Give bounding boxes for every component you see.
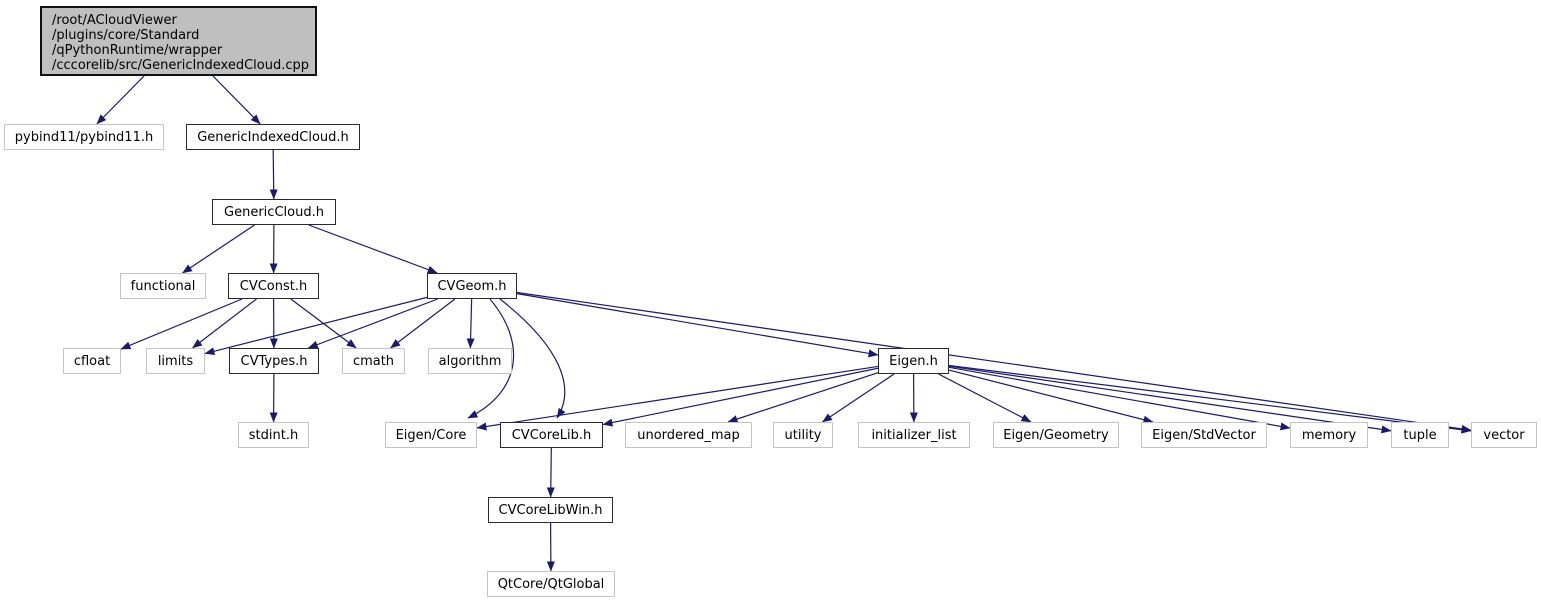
node-algorithm: algorithm <box>428 348 512 374</box>
node-initlist: initializer_list <box>858 422 970 448</box>
edge-eigenh-cvcorelib <box>602 367 879 427</box>
edge-cvgeom-cmath <box>390 298 456 349</box>
node-memory: memory <box>1290 422 1368 448</box>
edge-eigenh-tuple <box>948 365 1392 434</box>
edge-src-gic <box>212 75 261 125</box>
edge-src-pybind <box>96 75 145 125</box>
edge-eigenh-eigencore <box>476 365 879 431</box>
node-cvconst[interactable]: CVConst.h <box>228 273 319 299</box>
node-eigenh[interactable]: Eigen.h <box>878 348 949 374</box>
edge-cvgeom-algorithm <box>466 298 475 349</box>
node-qtglobal: QtCore/QtGlobal <box>487 571 615 597</box>
edge-eigenh-vector <box>948 364 1472 434</box>
node-cmath: cmath <box>342 348 405 374</box>
edge-cvgeom-eigencore <box>467 298 514 419</box>
node-eigengeo: Eigen/Geometry <box>993 422 1119 448</box>
node-limits: limits <box>146 348 205 374</box>
node-gic[interactable]: GenericIndexedCloud.h <box>186 124 360 150</box>
edge-cvgeom-cvcorelib <box>499 298 566 419</box>
node-pybind: pybind11/pybind11.h <box>4 124 164 150</box>
node-eigenstd: Eigen/StdVector <box>1141 422 1267 448</box>
node-src-line: /root/ACloudViewer <box>52 13 177 28</box>
node-stdint: stdint.h <box>238 422 309 448</box>
node-functional: functional <box>120 273 206 299</box>
node-cvtypes[interactable]: CVTypes.h <box>229 348 319 374</box>
edge-eigenh-utility <box>821 373 895 423</box>
node-src: /root/ACloudViewer/plugins/core/Standard… <box>40 6 317 76</box>
edge-cvconst-cfloat <box>120 298 243 350</box>
node-cvcorelib[interactable]: CVCoreLib.h <box>500 422 603 448</box>
edge-gc-cvgeom <box>308 224 438 274</box>
edge-cvconst-limits <box>192 298 257 349</box>
node-src-line: /cccorelib/src/GenericIndexedCloud.cpp <box>52 58 310 73</box>
edge-cvgeom-eigenh <box>516 293 879 358</box>
node-utility: utility <box>773 422 833 448</box>
node-gc[interactable]: GenericCloud.h <box>212 199 336 225</box>
node-cvgeom[interactable]: CVGeom.h <box>427 273 517 299</box>
edge-eigenh-eigengeo <box>938 373 1032 423</box>
edge-eigenh-memory <box>948 366 1291 431</box>
edge-gic-gc <box>269 149 278 200</box>
node-cvcorewin[interactable]: CVCoreLibWin.h <box>488 497 613 523</box>
edge-cvgeom-vector <box>516 291 1472 433</box>
edge-cvgeom-cvtypes <box>307 298 438 349</box>
node-src-line: /qPythonRuntime/wrapper <box>52 43 223 58</box>
node-unordered: unordered_map <box>625 422 752 448</box>
edge-eigenh-unordered <box>727 372 879 423</box>
edge-gc-functional <box>182 224 255 274</box>
node-cfloat: cfloat <box>63 348 121 374</box>
node-vector: vector <box>1471 422 1537 448</box>
edge-cvgeom-limits <box>204 296 428 356</box>
node-tuple: tuple <box>1391 422 1449 448</box>
edge-cvcorelib-cvcorewin <box>546 447 555 498</box>
node-eigencore: Eigen/Core <box>385 422 477 448</box>
node-src-line: /plugins/core/Standard <box>52 28 200 43</box>
edge-eigenh-eigenstd <box>948 369 1154 424</box>
